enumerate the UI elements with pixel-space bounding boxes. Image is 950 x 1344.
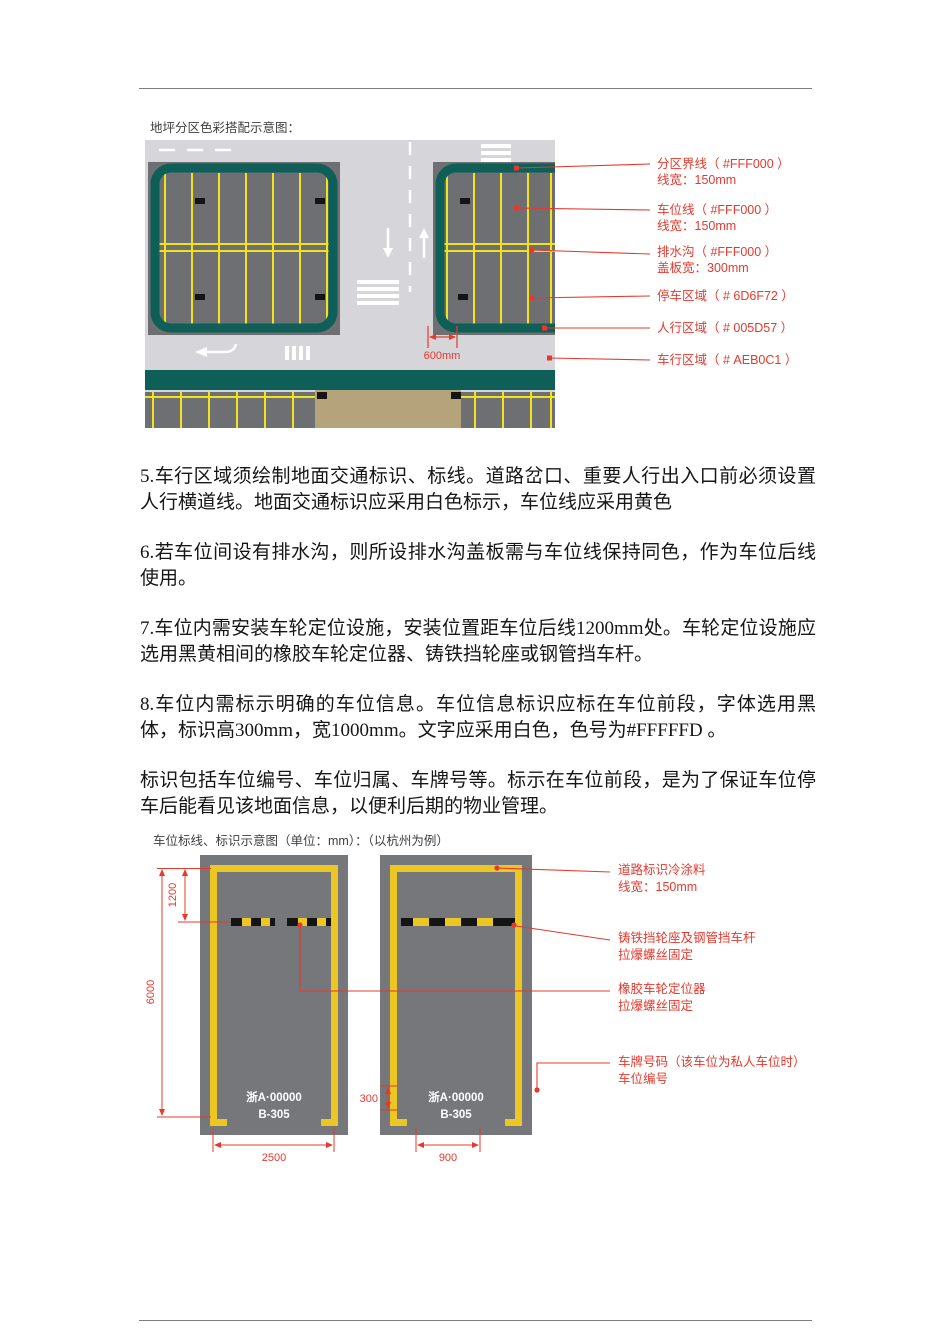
callout-pedestrian-area: 人行区域（ # 005D57 ） <box>657 321 793 335</box>
pedestrian-ring <box>150 163 338 333</box>
callout-cast-iron-stop: 铸铁挡轮座及钢管挡车杆 <box>618 930 756 945</box>
left-stall-number: B-305 <box>258 1109 290 1121</box>
entrance-ramp <box>315 390 461 428</box>
pedestrian-band <box>145 370 555 390</box>
callout-cast-iron-fixing: 拉爆螺丝固定 <box>618 947 693 962</box>
callout-parking-area: 停车区域（ # 6D6F72 ） <box>657 288 794 303</box>
figure2-callout-labels: 道路标识冷涂料 线宽：150mm 铸铁挡轮座及钢管挡车杆 拉爆螺丝固定 橡胶车轮… <box>618 862 806 1086</box>
callout-plate-number: 车牌号码（该车位为私人车位时） <box>618 1054 806 1069</box>
cast-iron-wheel-stop <box>401 918 515 926</box>
left-stall-plate: 浙A·00000 <box>246 1090 302 1104</box>
stall-yellow-lines <box>390 865 522 1126</box>
callout-markers <box>297 865 540 1093</box>
callout-driving-area: 车行区域（ # AEB0C1 ） <box>657 352 797 367</box>
right-stall-number: B-305 <box>440 1109 472 1121</box>
callout-drain: 排水沟（ #FFF000 ） <box>657 245 777 259</box>
dimension-2500-label: 2500 <box>262 1152 286 1164</box>
up-arrow-marking <box>419 228 429 258</box>
callout-rubber-fixing: 拉爆螺丝固定 <box>618 998 693 1013</box>
stall-marking-diagram: 浙A·00000 B-305 浙A·00000 B-305 <box>145 855 806 1164</box>
right-stall-plate: 浙A·00000 <box>428 1090 484 1104</box>
callout-leaders <box>515 163 651 361</box>
floor-zoning-diagram: 600mm 分区界线（ #FFF000 ） 线宽：150mm 车位线（ #FFF… <box>145 140 797 428</box>
rubber-wheel-stops <box>231 918 331 926</box>
dimension-arrowheads <box>159 869 479 1148</box>
callout-stall-line: 车位线（ #FFF000 ） <box>657 202 777 217</box>
plan-view <box>145 140 555 428</box>
paragraph-9: 标识包括车位编号、车位归属、车牌号等。标示在车位前段，是为了保证车位停车后能看见… <box>140 770 816 817</box>
figure1-title: 地坪分区色彩搭配示意图： <box>150 121 301 135</box>
right-parking-block <box>433 162 555 335</box>
left-parking-block <box>148 162 340 335</box>
callout-markers <box>514 165 552 361</box>
callout-zone-boundary-width: 线宽：150mm <box>657 172 736 187</box>
arrowhead <box>449 334 456 340</box>
callout-leaders <box>299 867 611 1089</box>
road-markings <box>159 142 511 360</box>
callout-drain-cover-width: 盖板宽：300mm <box>657 260 749 275</box>
left-stall: 浙A·00000 B-305 <box>200 855 348 1135</box>
top-horizontal-rule <box>139 88 812 89</box>
body-text: 5.车行区域须绘制地面交通标识、标线。道路岔口、重要人行出入口前必须设置人行横道… <box>140 464 816 844</box>
callout-stall-line-width: 线宽：150mm <box>657 218 736 233</box>
bottom-horizontal-rule <box>139 1320 812 1321</box>
figure1-callout-labels: 分区界线（ #FFF000 ） 线宽：150mm 车位线（ #FFF000 ） … <box>657 157 797 367</box>
callout-cold-paint-width: 线宽：150mm <box>618 879 697 894</box>
dimension-1200-label: 1200 <box>167 883 179 907</box>
dimension-300-label: 300 <box>360 1093 378 1105</box>
callout-stall-number: 车位编号 <box>618 1071 668 1086</box>
paragraph-7: 7.车位内需安装车轮定位设施，安装位置距车位后线1200mm处。车轮定位设施应选… <box>140 618 816 665</box>
turn-arrow-marking <box>195 343 238 357</box>
right-stall: 浙A·00000 B-305 <box>380 855 532 1135</box>
bottom-parking-strip <box>145 390 555 428</box>
dimension-600mm-label: 600mm <box>424 350 461 362</box>
wheel-stop <box>317 392 327 399</box>
dimensions <box>157 868 481 1152</box>
dimension-900-label: 900 <box>439 1152 457 1164</box>
stall-yellow-lines <box>210 865 338 1126</box>
down-arrow-marking <box>383 228 393 258</box>
paragraph-5: 5.车行区域须绘制地面交通标识、标线。道路岔口、重要人行出入口前必须设置人行横道… <box>140 466 816 513</box>
callout-rubber-locator: 橡胶车轮定位器 <box>618 981 706 996</box>
arrowhead <box>429 334 436 340</box>
wheel-stop <box>451 392 461 399</box>
dimension-6000-label: 6000 <box>145 980 157 1004</box>
paragraph-8: 8.车位内需标示明确的车位信息。车位信息标识应标在车位前段，字体选用黑体，标识高… <box>140 694 816 741</box>
callout-zone-boundary-line: 分区界线（ #FFF000 ） <box>657 157 790 171</box>
paragraph-6: 6.若车位间设有排水沟，则所设排水沟盖板需与车位线保持同色，作为车位后线使用。 <box>140 542 816 589</box>
figure2-title: 车位标线、标识示意图（单位：mm）：（以杭州为例） <box>153 834 449 848</box>
callout-cold-paint: 道路标识冷涂料 <box>618 862 706 877</box>
